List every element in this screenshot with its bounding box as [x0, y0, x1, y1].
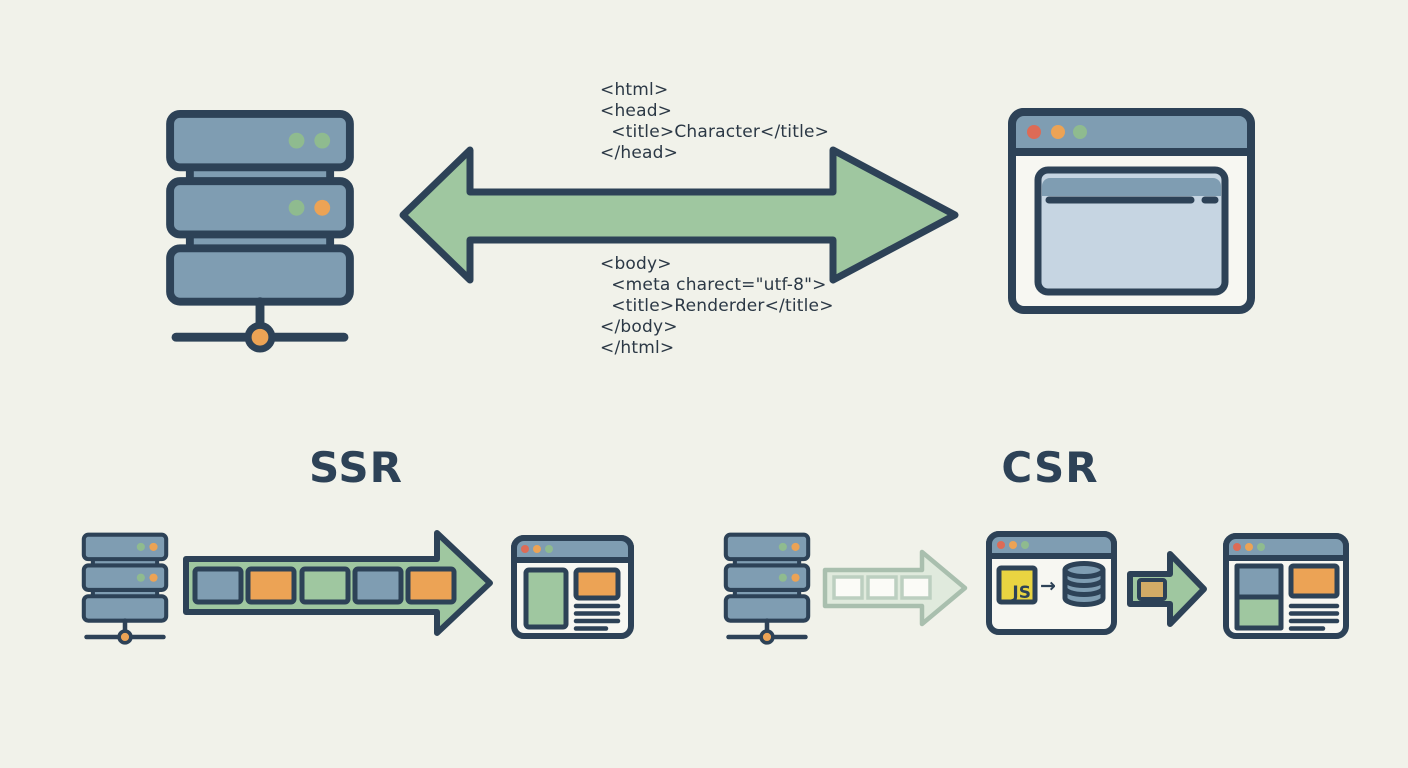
traffic-dot-green: [1257, 543, 1265, 551]
status-dot-orange: [791, 573, 800, 582]
csr-server-icon: [723, 528, 811, 650]
render-arrow-icon: [1126, 546, 1208, 632]
csr-browser-icon: [1222, 532, 1350, 640]
status-dot-orange: [314, 199, 331, 216]
csr-js-browser-icon: JS →: [985, 530, 1118, 636]
status-dot-green: [288, 199, 305, 216]
traffic-dot-green: [1073, 125, 1087, 139]
code-line: <html>: [600, 80, 669, 100]
status-dot-orange: [149, 573, 158, 582]
fetch-arrow-icon: →: [1040, 575, 1056, 597]
traffic-dot-orange: [1245, 543, 1253, 551]
traffic-dot-green: [545, 545, 553, 553]
network-node-dot: [244, 321, 276, 353]
content-block-orange: [405, 566, 457, 605]
network-node-dot: [117, 629, 133, 645]
empty-block: [900, 575, 932, 600]
inner-window-header: [1042, 178, 1221, 196]
status-dot-green: [136, 573, 145, 582]
inner-window: [1034, 166, 1229, 296]
data-block-tan: [1137, 578, 1167, 601]
traffic-dot-red: [1027, 125, 1041, 139]
status-dot-green: [136, 542, 145, 551]
media-block-orange: [573, 567, 621, 601]
browser-titlebar: [1223, 533, 1349, 561]
ssr-label: SSR: [309, 443, 403, 492]
hero-block-green: [523, 567, 569, 630]
status-dot-orange: [149, 542, 158, 551]
empty-block: [866, 575, 898, 600]
network-stand: [84, 618, 166, 645]
code-line: </body>: [600, 317, 678, 337]
empty-block: [832, 575, 864, 600]
traffic-dot-orange: [1051, 125, 1065, 139]
browser-titlebar: [1008, 108, 1255, 156]
traffic-dot-red: [521, 545, 529, 553]
content-block-blue: [192, 566, 244, 605]
csr-stream-arrow-icon: [822, 548, 968, 628]
network-node-dot: [759, 629, 775, 645]
status-dot-green: [314, 132, 331, 149]
ssr-server-icon: [81, 528, 169, 650]
content-block-green: [299, 566, 351, 605]
status-dot-green: [778, 542, 787, 551]
browser-titlebar: [986, 531, 1117, 559]
svg-text:JS: JS: [1011, 583, 1031, 603]
traffic-dot-orange: [1009, 541, 1017, 549]
head-code-block: <html> <head> <title>Character</title> <…: [600, 80, 829, 164]
bidirectional-arrow-icon: [399, 146, 959, 284]
status-dot-green: [778, 573, 787, 582]
status-dot-orange: [791, 542, 800, 551]
browser-titlebar: [511, 535, 634, 563]
code-line: <title>Character</title>: [600, 122, 830, 142]
code-line: <body>: [600, 254, 672, 274]
traffic-dot-green: [1021, 541, 1029, 549]
text-lines: [573, 603, 621, 631]
text-lines: [1288, 603, 1340, 631]
status-dot-green: [288, 132, 305, 149]
traffic-dot-red: [1233, 543, 1241, 551]
database-icon: [1062, 561, 1106, 607]
code-line: <title>Renderder</title>: [600, 296, 834, 316]
code-line: </html>: [600, 338, 675, 358]
network-stand: [726, 618, 808, 645]
hero-block-green: [1234, 594, 1284, 631]
code-line: <meta charect="utf-8">: [600, 275, 827, 295]
traffic-dot-orange: [533, 545, 541, 553]
traffic-dot-red: [997, 541, 1005, 549]
code-line: </head>: [600, 143, 679, 163]
server-racks: [723, 532, 811, 623]
media-block-orange: [1288, 563, 1340, 599]
ssr-browser-icon: [510, 534, 635, 640]
network-stand: [171, 297, 349, 353]
content-block-blue: [352, 566, 404, 605]
csr-label: CSR: [1001, 443, 1099, 492]
code-line: <head>: [600, 101, 673, 121]
browser-window-icon: [1008, 108, 1255, 314]
body-code-block: <body> <meta charect="utf-8"> <title>Ren…: [600, 254, 834, 359]
content-block-orange: [245, 566, 297, 605]
js-badge-icon: JS: [996, 565, 1038, 605]
server-racks: [81, 532, 169, 623]
hero-block-blue: [1234, 563, 1284, 600]
server-racks: [166, 110, 354, 306]
ssr-stream-arrow-icon: [183, 530, 493, 636]
server-icon: [165, 110, 355, 355]
